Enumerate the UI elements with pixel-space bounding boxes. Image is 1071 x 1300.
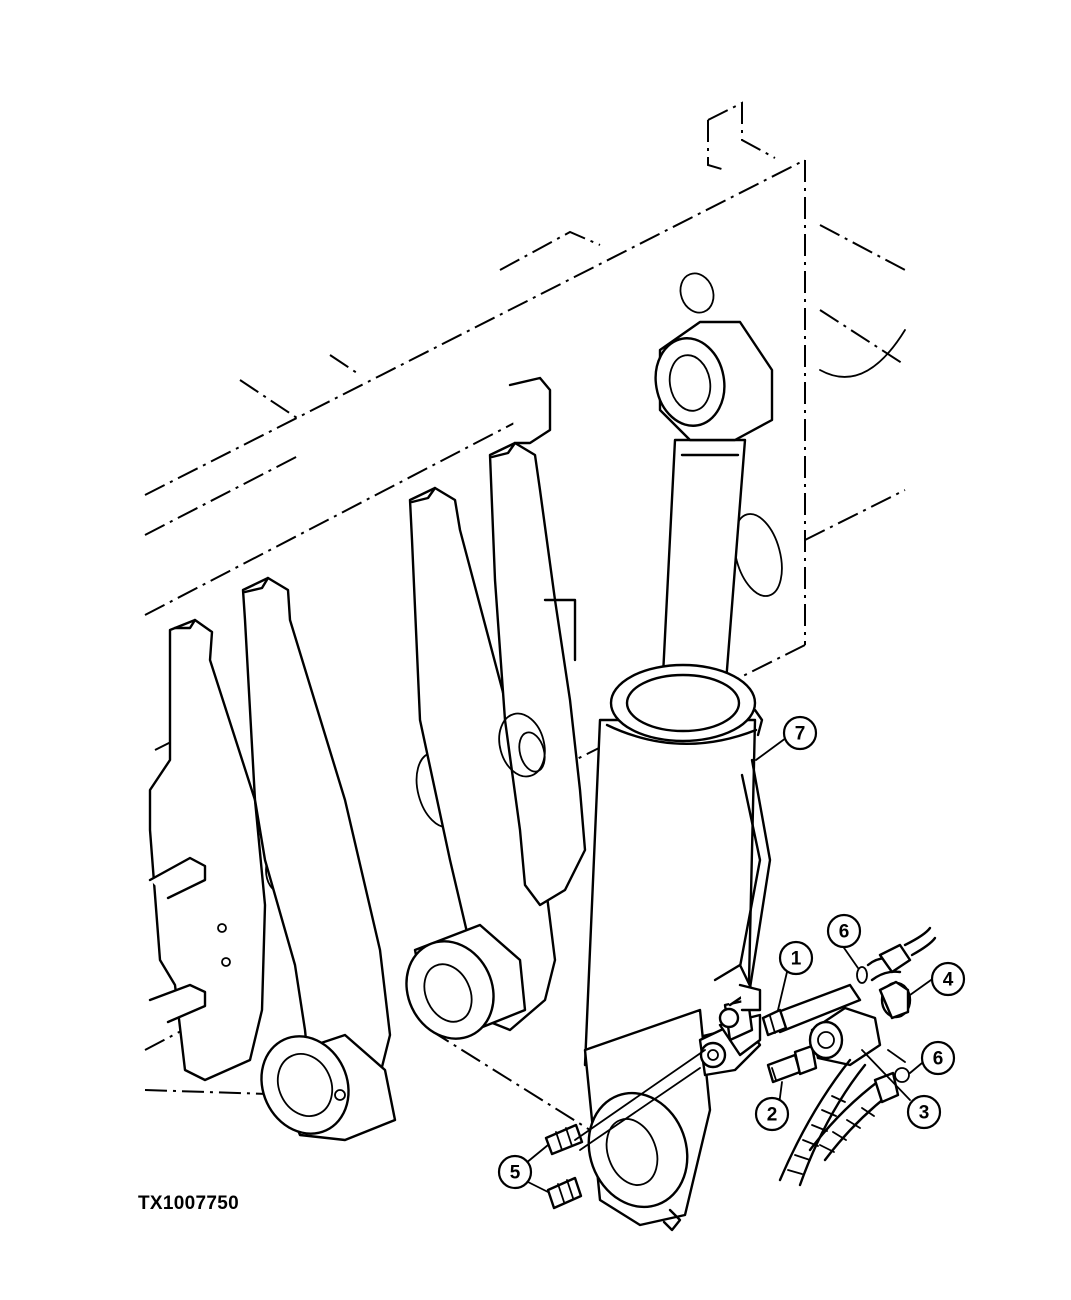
callout-2: 2: [754, 1096, 790, 1132]
mounting-brackets: [148, 376, 587, 1142]
callout-7-label: 7: [795, 724, 806, 745]
callout-4: 4: [930, 961, 966, 997]
callout-6a: 6: [826, 913, 862, 949]
callout-7: 7: [782, 715, 818, 751]
fittings-and-hoses: [544, 926, 937, 1210]
hydraulic-cylinder: [583, 320, 774, 1232]
callout-1: 1: [778, 940, 814, 976]
callout-6b: 6: [920, 1040, 956, 1076]
callout-5: 5: [497, 1154, 533, 1190]
callout-2-label: 2: [767, 1105, 778, 1126]
callout-3: 3: [906, 1094, 942, 1130]
callout-3-label: 3: [919, 1103, 930, 1124]
callout-6b-label: 6: [933, 1049, 944, 1070]
callout-1-label: 1: [791, 949, 802, 970]
callout-6a-label: 6: [839, 922, 850, 943]
callout-4-label: 4: [943, 970, 954, 991]
callout-5-label: 5: [510, 1163, 521, 1184]
figure-code: TX1007750: [138, 1193, 239, 1214]
